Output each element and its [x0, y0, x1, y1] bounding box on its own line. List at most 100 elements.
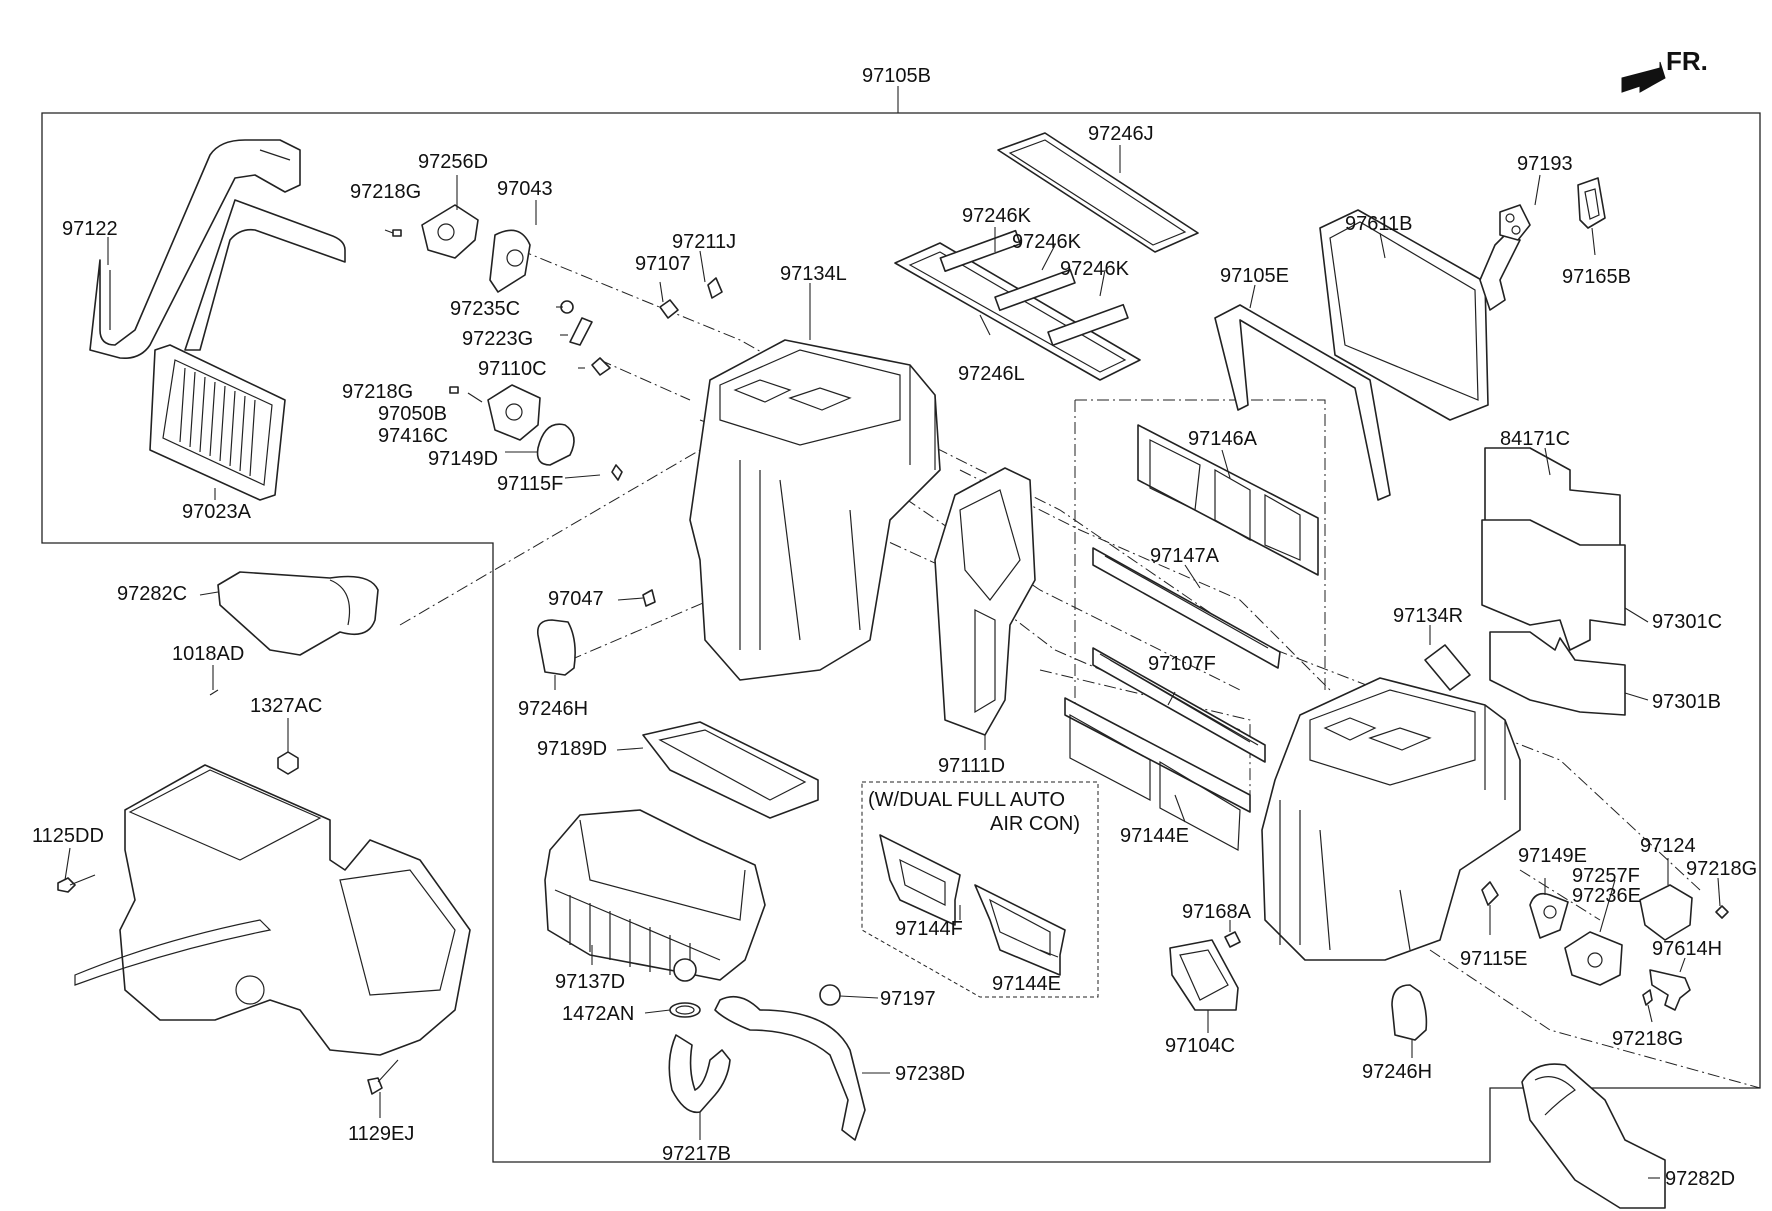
filter-97246J: [997, 132, 1199, 253]
label-97246J: 97246J: [1088, 123, 1154, 145]
label-97197: 97197: [880, 988, 936, 1010]
part-number-labels: 97105B 97122 97023A 97256D 97218G 97043 …: [32, 65, 1757, 1190]
label-1125DD: 1125DD: [32, 825, 104, 847]
bolt-1129EJ: [367, 1059, 399, 1095]
label-97614H: 97614H: [1652, 938, 1722, 960]
label-97144F: 97144F: [895, 918, 963, 940]
label-97246L: 97246L: [958, 363, 1025, 385]
door-arm-97149E: [1529, 892, 1569, 939]
label-97282D: 97282D: [1665, 1168, 1735, 1190]
front-direction-label: FR.: [1666, 46, 1708, 76]
label-97235C: 97235C: [450, 298, 520, 320]
label-1018AD: 1018AD: [172, 643, 244, 665]
label-97246K-b: 97246K: [1012, 231, 1082, 253]
label-97282C: 97282C: [117, 583, 187, 605]
drain-port-97137D: [673, 958, 697, 982]
filter-strip-97246K-b: [994, 268, 1076, 312]
insulation-pad-97301B: [1489, 631, 1626, 716]
label-97246K-a: 97246K: [962, 205, 1032, 227]
label-97256D: 97256D: [418, 151, 488, 173]
label-97223G: 97223G: [462, 328, 533, 350]
blower-housing-97137D: [544, 809, 766, 981]
label-97124: 97124: [1640, 835, 1696, 857]
label-97193: 97193: [1517, 153, 1573, 175]
heater-core-97023A: [149, 344, 286, 501]
duct-97282D: [1521, 1063, 1666, 1209]
heater-pipe-97122: [89, 139, 346, 360]
label-97246H-right: 97246H: [1362, 1061, 1432, 1083]
label-97137D: 97137D: [555, 971, 625, 993]
label-97149E: 97149E: [1518, 845, 1587, 867]
blower-unit-assembly: [74, 764, 471, 1056]
dual-full-auto-group-box: [861, 781, 1099, 998]
label-97104C: 97104C: [1165, 1035, 1235, 1057]
nut-1327AC: [277, 751, 299, 775]
actuator-97256D: [384, 204, 479, 259]
grommet-97165B: [1577, 177, 1606, 229]
label-97146A: 97146A: [1188, 428, 1258, 450]
door-97146A: [1137, 424, 1319, 576]
gasket-97193: [1499, 204, 1531, 241]
dual-full-auto-note-line1: (W/DUAL FULL AUTO: [868, 789, 1065, 811]
label-97168A: 97168A: [1182, 901, 1252, 923]
label-1472AN: 1472AN: [562, 1003, 634, 1025]
heater-case-left-97134L: [689, 339, 941, 681]
label-97023A: 97023A: [182, 501, 252, 523]
door-arm-97149D: [536, 423, 575, 466]
actuator-97050B: [449, 384, 541, 441]
label-97246K-c: 97246K: [1060, 258, 1130, 280]
label-97416C: 97416C: [378, 425, 448, 447]
label-97115E: 97115E: [1460, 948, 1527, 970]
label-97107: 97107: [635, 253, 691, 275]
label-97218G-right: 97218G: [1686, 858, 1757, 880]
front-direction-indicator: FR.: [1621, 46, 1708, 93]
label-97301C: 97301C: [1652, 611, 1722, 633]
filter-frame-97246L: [894, 242, 1141, 381]
label-97238D: 97238D: [895, 1063, 965, 1085]
label-97611B: 97611B: [1345, 213, 1412, 235]
label-97107F: 97107F: [1148, 653, 1216, 675]
label-97144E-main: 97144E: [1120, 825, 1189, 847]
gasket-97246H-right: [1391, 984, 1428, 1041]
label-97257F: 97257F: [1572, 865, 1640, 887]
dual-full-auto-note-line2: AIR CON): [990, 813, 1080, 835]
label-97236E: 97236E: [1572, 885, 1641, 907]
label-97218G-mid: 97218G: [342, 381, 413, 403]
label-97110C: 97110C: [478, 358, 547, 380]
label-1327AC: 1327AC: [250, 695, 322, 717]
small-fittings-group: [560, 277, 723, 607]
sensor-97614H: [1649, 969, 1691, 1011]
evaporator-97611B: [1319, 209, 1521, 421]
door-97107F: [1092, 647, 1266, 763]
screw-97218G-right: [1715, 905, 1729, 919]
door-97147A: [1092, 547, 1281, 669]
label-97189D: 97189D: [537, 738, 607, 760]
label-97134L: 97134L: [780, 263, 847, 285]
filter-strip-97246K-a: [939, 229, 1022, 272]
door-97144E-main: [1064, 697, 1251, 851]
grommet-97197: [819, 984, 841, 1006]
label-97047: 97047: [548, 588, 604, 610]
clamp-1472AN: [669, 1002, 701, 1018]
gasket-97246H-left: [536, 619, 576, 676]
door-97144E-dual: [974, 884, 1066, 976]
label-97105E: 97105E: [1220, 265, 1289, 287]
label-97218G-bottom: 97218G: [1612, 1028, 1683, 1050]
front-arrow-icon: [1621, 61, 1666, 93]
door-97144F: [879, 834, 961, 926]
insulation-pad-97301C: [1481, 519, 1626, 651]
bolt-1125DD: [57, 874, 96, 893]
label-97134R: 97134R: [1393, 605, 1463, 627]
duct-97282C: [217, 571, 379, 656]
hose-97238D: [714, 995, 866, 1141]
actuator-97124: [1639, 884, 1693, 941]
label-97211J: 97211J: [672, 231, 736, 253]
seal-frame-97105E: [1214, 304, 1391, 501]
label-97115F: 97115F: [497, 473, 563, 495]
leader-lines: [64, 145, 1721, 1179]
clip-97168A: [1224, 931, 1241, 948]
label-97043: 97043: [497, 178, 553, 200]
center-housing-97111D: [934, 467, 1036, 736]
label-97122: 97122: [62, 218, 118, 240]
